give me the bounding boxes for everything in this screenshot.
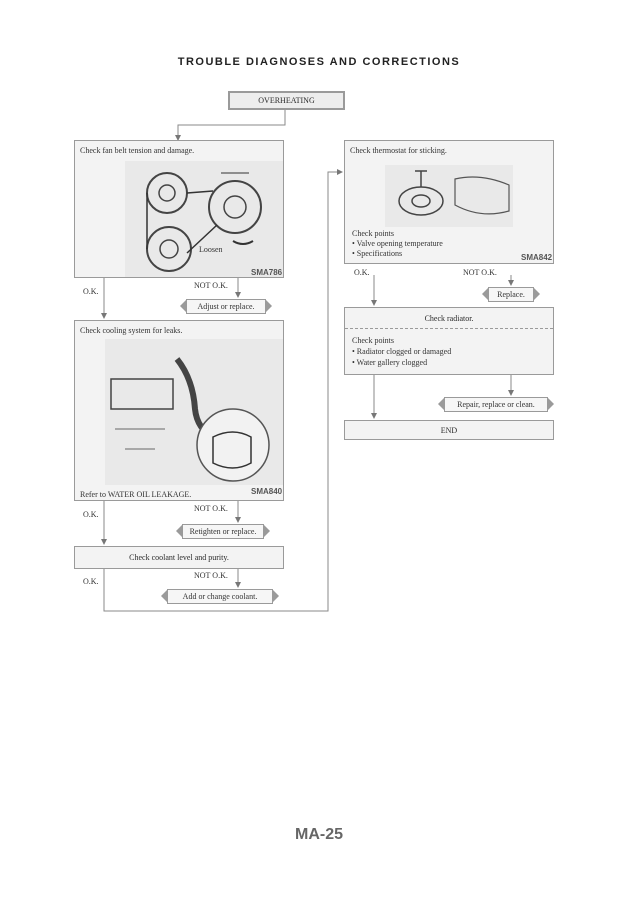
cooling-system-check-label: Check cooling system for leaks.: [80, 326, 183, 335]
page-title: TROUBLE DIAGNOSES AND CORRECTIONS: [177, 56, 461, 68]
start-label: OVERHEATING: [258, 96, 315, 105]
figure-code-sma786: SMA786: [251, 268, 283, 277]
fan-belt-ok-label: O.K.: [83, 287, 99, 296]
cooling-not-ok-label: NOT O.K.: [194, 504, 228, 513]
coolant-check-box: Check coolant level and purity.: [74, 546, 284, 569]
thermostat-ok-label: O.K.: [354, 268, 370, 277]
adjust-or-replace-box: Adjust or replace.: [180, 299, 272, 314]
thermostat-check-point-1: • Valve opening temperature: [352, 239, 443, 248]
thermostat-check-point-2: • Specifications: [352, 249, 403, 258]
thermostat-check-points-title: Check points: [352, 229, 394, 238]
cooling-ok-label: O.K.: [83, 510, 99, 519]
radiator-divider: [345, 328, 553, 329]
coolant-ok-label: O.K.: [83, 577, 99, 586]
radiator-check-point-1: • Radiator clogged or damaged: [352, 347, 452, 356]
fan-belt-not-ok-label: NOT O.K.: [194, 281, 228, 290]
fan-belt-check-label: Check fan belt tension and damage.: [80, 146, 195, 155]
coolant-not-ok-label: NOT O.K.: [194, 571, 228, 580]
figure-code-sma840: SMA840: [251, 487, 283, 496]
radiator-check-points-title: Check points: [352, 336, 394, 345]
cooling-system-check-box: Check cooling system for leaks. SMA840 R…: [74, 320, 284, 501]
thermostat-check-label: Check thermostat for sticking.: [350, 146, 447, 155]
figure-code-sma842: SMA842: [521, 253, 553, 262]
thermostat-check-box: Check thermostat for sticking. Check poi…: [344, 140, 554, 264]
page-number: MA-25: [294, 826, 343, 843]
end-label: END: [440, 426, 458, 435]
cooling-system-illustration: [105, 339, 283, 485]
thermostat-illustration: [385, 165, 513, 227]
add-or-change-coolant-box: Add or change coolant.: [161, 589, 279, 604]
radiator-check-point-2: • Water gallery clogged: [352, 358, 428, 367]
repair-replace-clean-box: Repair, replace or clean.: [438, 397, 554, 412]
coolant-check-label: Check coolant level and purity.: [129, 553, 229, 562]
water-oil-leakage-reference: Refer to WATER OIL LEAKAGE.: [80, 490, 192, 499]
fan-belt-illustration: [125, 161, 283, 277]
retighten-or-replace-box: Retighten or replace.: [176, 524, 270, 539]
fan-belt-check-box: Check fan belt tension and damage. Loose…: [74, 140, 284, 278]
thermostat-not-ok-label: NOT O.K.: [463, 268, 497, 277]
radiator-check-box: Check radiator. Check points • Radiator …: [344, 307, 554, 375]
start-box-overheating: OVERHEATING: [228, 91, 345, 110]
loosen-label: Loosen: [199, 245, 223, 254]
end-box: END: [344, 420, 554, 440]
radiator-check-label: Check radiator.: [424, 314, 474, 323]
replace-box: Replace.: [482, 287, 540, 302]
